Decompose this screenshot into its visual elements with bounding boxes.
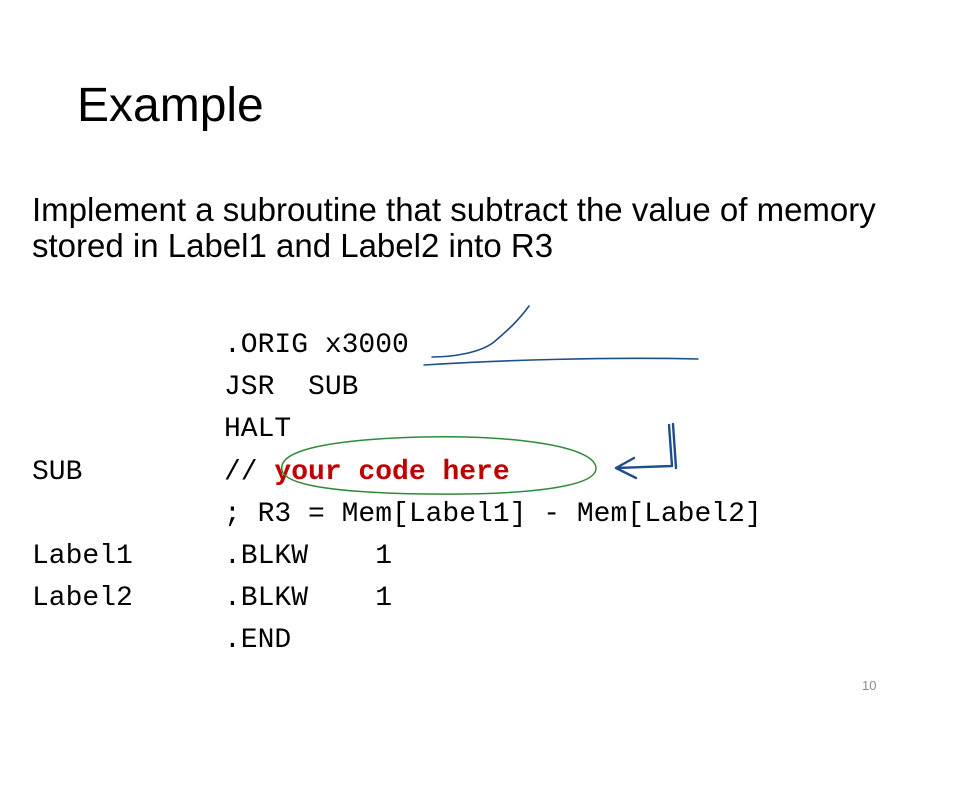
code-comment: ; R3 = Mem[Label1] - Mem[Label2] bbox=[224, 498, 762, 530]
code-line: Label2 .BLKW 1 bbox=[32, 578, 392, 620]
code-statement: .BLKW 1 bbox=[224, 583, 393, 615]
slide-title: Example bbox=[77, 79, 264, 132]
code-label: Label2 bbox=[32, 583, 133, 615]
code-line: Label1 .BLKW 1 bbox=[32, 536, 392, 578]
comment-marker: // bbox=[224, 456, 275, 488]
code-line: ; R3 = Mem[Label1] - Mem[Label2] bbox=[32, 494, 762, 536]
ink-check-mark bbox=[431, 305, 530, 358]
code-statement: HALT bbox=[224, 414, 292, 446]
code-listing: .ORIG x3000 JSR SUB HALT SUB // your cod… bbox=[32, 325, 762, 663]
code-statement: .END bbox=[224, 625, 292, 657]
code-placeholder: your code here bbox=[274, 456, 510, 488]
code-statement: JSR SUB bbox=[224, 372, 359, 404]
task-description: Implement a subroutine that subtract the… bbox=[32, 191, 876, 264]
ink-arrow bbox=[614, 422, 678, 480]
code-line: SUB // your code here bbox=[32, 452, 510, 494]
code-statement: // your code here bbox=[224, 452, 510, 494]
code-statement: .BLKW 1 bbox=[224, 540, 393, 572]
code-line: JSR SUB bbox=[32, 367, 358, 409]
code-label: Label1 bbox=[32, 540, 133, 572]
code-line: HALT bbox=[32, 409, 291, 451]
code-statement: .ORIG x3000 bbox=[224, 330, 409, 361]
code-line: .ORIG x3000 bbox=[32, 325, 409, 367]
slide-number: 10 bbox=[862, 678, 877, 693]
code-label: SUB bbox=[32, 456, 83, 488]
ink-underline bbox=[423, 357, 699, 366]
code-line: .END bbox=[32, 620, 291, 662]
